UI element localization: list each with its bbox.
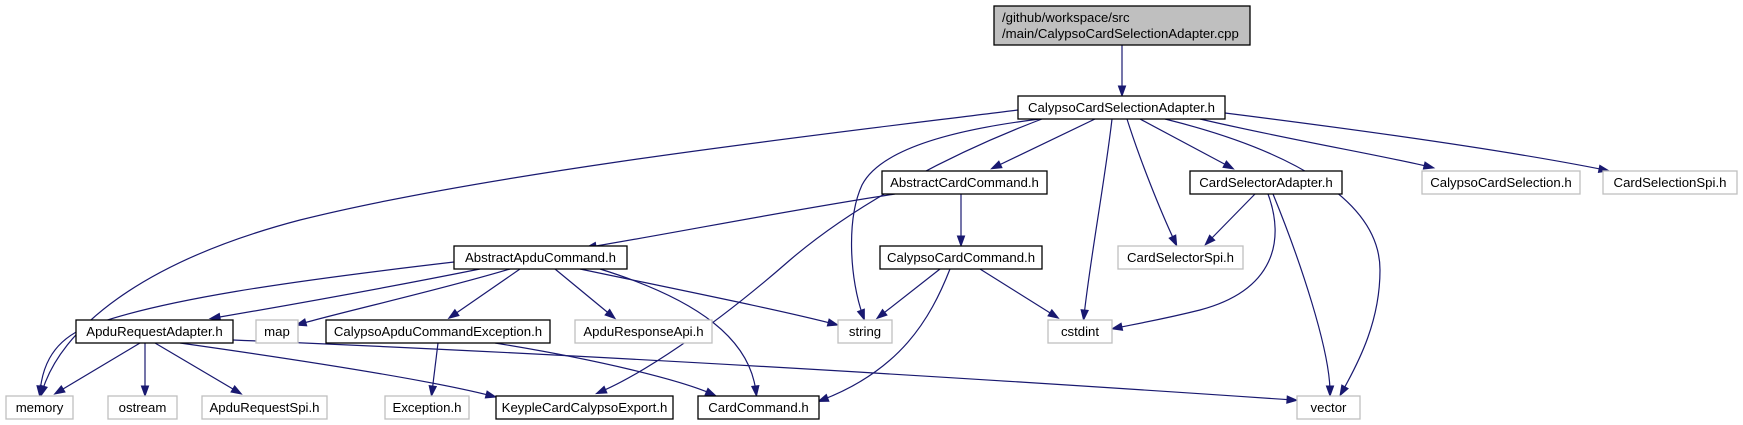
edge-csa_h-to-string (851, 118, 1041, 322)
node-label: ApduRequestSpi.h (210, 400, 320, 415)
node-label: CardSelectorSpi.h (1127, 250, 1234, 265)
edge-csel_h-to-cselectorspi_h (1204, 193, 1256, 246)
node-label: cstdint (1061, 324, 1099, 339)
node-ara-h[interactable]: ApduRequestAdapter.h (75, 319, 234, 344)
node-label: CalypsoCardCommand.h (887, 250, 1035, 265)
node-label: CardSelectorAdapter.h (1199, 175, 1332, 190)
node-cstdint: cstdint (1047, 319, 1113, 344)
node-label: KeypleCardCalypsoExport.h (502, 400, 668, 415)
node-cselspi-h: CardSelectionSpi.h (1602, 170, 1738, 195)
node-kcce-h[interactable]: KeypleCardCalypsoExport.h (495, 395, 674, 420)
node-cardcmd-h[interactable]: CardCommand.h (697, 395, 820, 420)
edge-csa_h-to-cstdint (1080, 118, 1113, 322)
node-csa-h[interactable]: CalypsoCardSelectionAdapter.h (1017, 95, 1226, 120)
edge-aac_h-to-map (294, 268, 511, 327)
edge-ara_h-to-memory (53, 342, 141, 395)
edge-root-to-csa_h (1117, 45, 1127, 98)
node-label: Exception.h (393, 400, 462, 415)
edge-aac_h-to-arspi_h (554, 268, 617, 320)
node-vector: vector (1296, 395, 1361, 420)
edge-csel_h-to-vector (1272, 193, 1335, 398)
node-label: map (264, 324, 290, 339)
edge-cace_h-to-exception_h (428, 342, 439, 398)
node-label: AbstractCardCommand.h (890, 175, 1039, 190)
node-acc-h[interactable]: AbstractCardCommand.h (881, 170, 1048, 195)
edge-csa_h-to-csel_h (1139, 118, 1235, 170)
edge-aac_h-to-cardcmd_h (599, 268, 760, 398)
node-ccc-h[interactable]: CalypsoCardCommand.h (879, 245, 1043, 270)
node-label: CalypsoCardSelectionAdapter.h (1028, 100, 1215, 115)
node-label: ApduRequestAdapter.h (86, 324, 222, 339)
edge-cace_h-to-cardcmd_h (494, 342, 718, 397)
dependency-edges (36, 45, 1611, 404)
node-aac-h[interactable]: AbstractApduCommand.h (453, 245, 628, 270)
node-csel-h[interactable]: CardSelectorAdapter.h (1189, 170, 1343, 195)
edge-ccc_h-to-string (875, 268, 941, 320)
edge-aac_h-to-memory (36, 261, 455, 398)
edge-aac_h-to-string (579, 268, 840, 327)
edge-ara_h-to-ostream (140, 343, 150, 398)
edge-ara_h-to-vector (232, 339, 1299, 404)
node-map: map (255, 319, 299, 344)
node-label: ApduResponseApi.h (583, 324, 703, 339)
node-ccs-h: CalypsoCardSelection.h (1421, 170, 1581, 195)
edge-acc_h-to-ccc_h (956, 194, 966, 248)
node-label: CardCommand.h (708, 400, 808, 415)
node-cace-h[interactable]: CalypsoApduCommandException.h (325, 319, 551, 344)
node-label: /github/workspace/src (1002, 10, 1130, 25)
edge-ccc_h-to-cstdint (979, 268, 1060, 319)
node-areqspi-h: ApduRequestSpi.h (201, 395, 328, 420)
node-label: /main/CalypsoCardSelectionAdapter.cpp (1002, 26, 1239, 41)
node-label: string (849, 324, 881, 339)
node-label: vector (1311, 400, 1348, 415)
node-ostream: ostream (107, 395, 178, 420)
node-string: string (837, 319, 893, 344)
edge-csa_h-to-ccs_h (1199, 118, 1436, 170)
edge-ccc_h-to-cardcmd_h (816, 268, 951, 402)
node-label: memory (16, 400, 64, 415)
node-label: CardSelectionSpi.h (1614, 175, 1727, 190)
node-arspi-h: ApduResponseApi.h (574, 319, 713, 344)
edge-csa_h-to-kcce_h (594, 118, 1043, 395)
edge-csa_h-to-acc_h (990, 118, 1096, 170)
edge-aac_h-to-cace_h (447, 268, 521, 320)
node-label: CalypsoCardSelection.h (1430, 175, 1571, 190)
node-label: CalypsoApduCommandException.h (334, 324, 542, 339)
dependency-nodes: /github/workspace/src/main/CalypsoCardSe… (5, 5, 1738, 420)
edge-csel_h-to-cstdint (1110, 193, 1276, 331)
node-memory: memory (5, 395, 74, 420)
edge-ara_h-to-areqspi_h (154, 342, 243, 395)
node-cselectorspi-h: CardSelectorSpi.h (1117, 245, 1244, 270)
node-label: ostream (119, 400, 167, 415)
edge-csa_h-to-vector (1164, 118, 1381, 397)
edge-ara_h-to-kcce_h (179, 342, 498, 399)
node-label: AbstractApduCommand.h (465, 250, 616, 265)
node-exception-h: Exception.h (384, 395, 470, 420)
edge-acc_h-to-aac_h (584, 193, 896, 251)
edge-csa_h-to-cselectorspi_h (1126, 118, 1178, 247)
node-root[interactable]: /github/workspace/src/main/CalypsoCardSe… (993, 5, 1251, 46)
